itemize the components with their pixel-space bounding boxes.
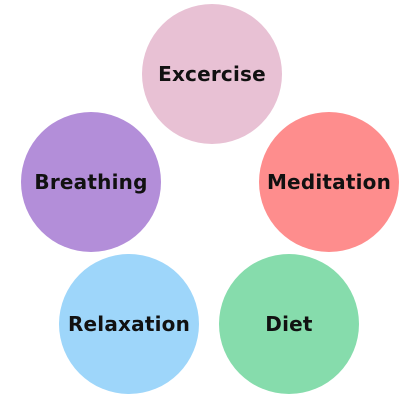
diet-circle: Diet	[219, 254, 359, 394]
relaxation-label: Relaxation	[67, 312, 191, 336]
breathing-circle: Breathing	[21, 112, 161, 252]
diet-label: Diet	[265, 312, 313, 336]
meditation-label: Meditation	[266, 170, 392, 194]
meditation-circle: Meditation	[259, 112, 399, 252]
exercise-circle: Excercise	[142, 4, 282, 144]
relaxation-circle: Relaxation	[59, 254, 199, 394]
exercise-label: Excercise	[158, 62, 266, 86]
breathing-label: Breathing	[34, 170, 148, 194]
